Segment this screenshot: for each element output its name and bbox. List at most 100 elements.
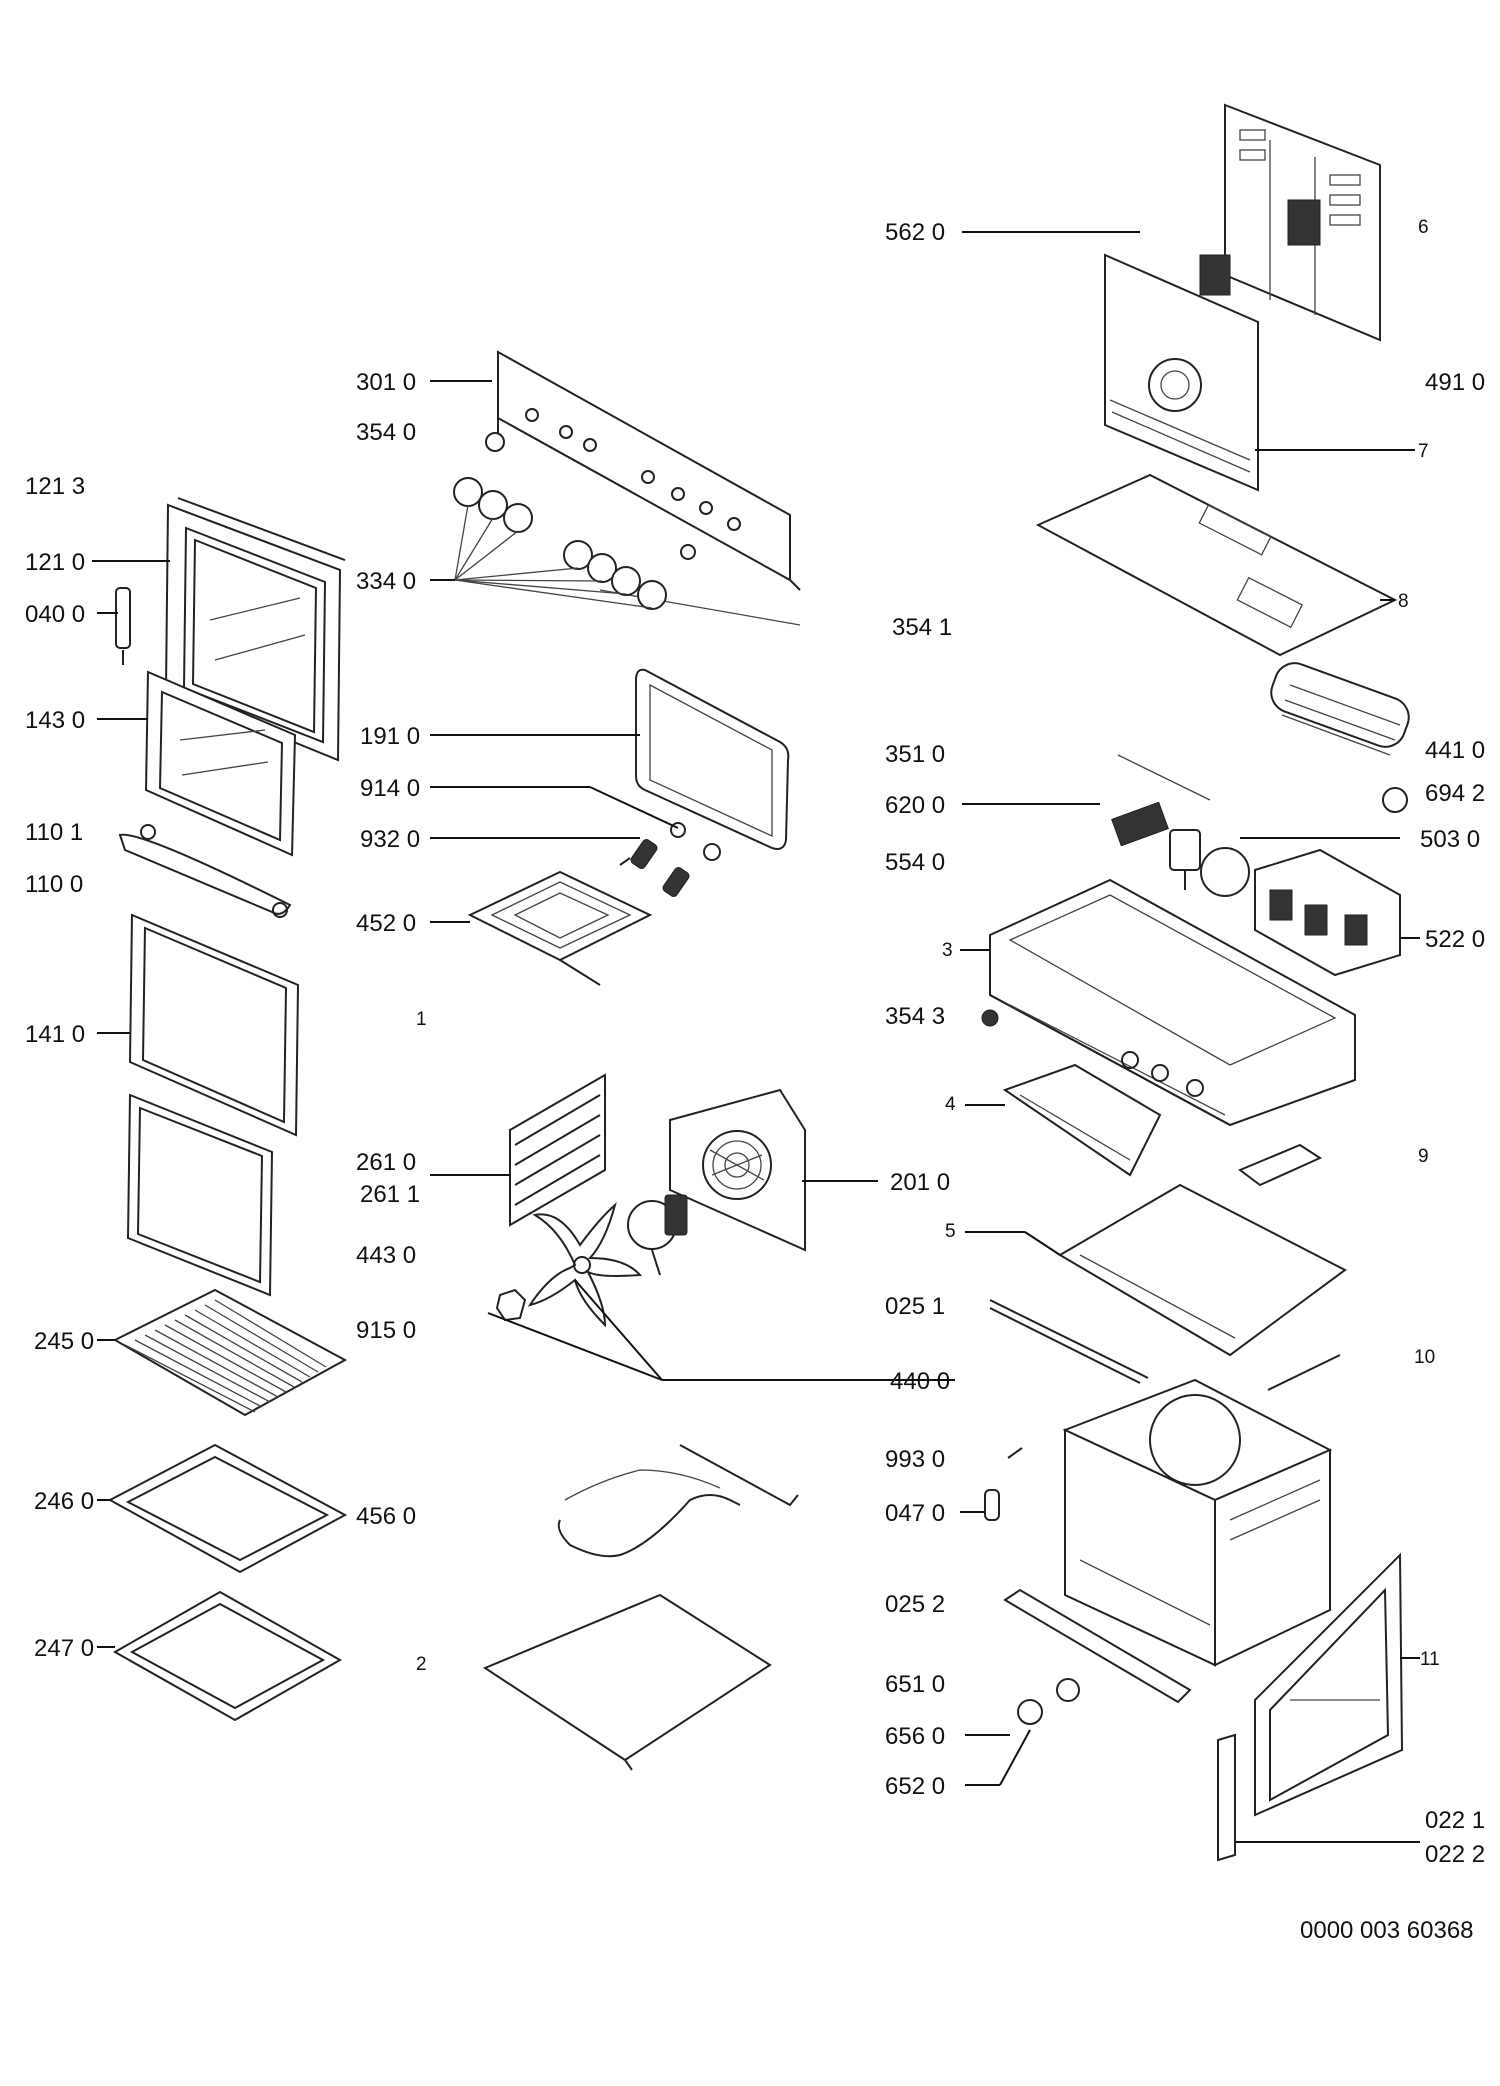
label-141-0: 141 0 [25,1021,85,1048]
label-993-0: 993 0 [885,1446,945,1473]
label-201-0: 201 0 [890,1169,950,1196]
label-110-1: 110 1 [25,819,83,846]
fan-nut [495,1288,527,1322]
label-022-1: 022 1 [1425,1807,1485,1834]
label-110-0: 110 0 [25,871,83,898]
fan-blade [527,1202,643,1328]
label-562-0: 562 0 [885,219,945,246]
bottom-rail [1003,1588,1192,1704]
front-door-frame [1254,1552,1404,1817]
label-121-0: 121 0 [25,549,85,576]
group-8: 8 [1398,591,1409,612]
group-3: 3 [942,940,953,961]
cavity-seal [1007,1447,1023,1459]
label-301-0: 301 0 [356,369,416,396]
knob-spindle [485,432,505,452]
switch-block [1111,754,1211,847]
label-334-0: 334 0 [356,568,416,595]
screw [981,1009,999,1027]
label-694-2: 694 2 [1425,780,1485,807]
rear-back-panel [1104,253,1259,492]
label-354-3: 354 3 [885,1003,945,1030]
label-932-0: 932 0 [360,826,420,853]
label-047-0: 047 0 [885,1500,945,1527]
label-261-1: 261 1 [360,1181,420,1208]
side-rail-right [1267,1354,1341,1391]
label-651-0: 651 0 [885,1671,945,1698]
wiring-label-panel [1224,103,1381,342]
label-247-0: 247 0 [34,1635,94,1662]
label-143-0: 143 0 [25,707,85,734]
label-491-0: 491 0 [1425,369,1485,396]
label-522-0: 522 0 [1425,926,1485,953]
label-261-0: 261 0 [356,1149,416,1176]
label-025-1: 025 1 [885,1293,945,1320]
side-rail-upper [989,1299,1149,1384]
group-11: 11 [1420,1649,1440,1670]
heating-element-connectors [630,839,690,897]
label-354-0: 354 0 [356,419,416,446]
thermostat [1169,829,1201,890]
outer-glass-panel [126,1093,274,1297]
group-numbers: 1 2 3 4 5 6 7 8 9 10 11 [416,217,1440,1675]
small-bracket [1238,1143,1323,1187]
label-452-0: 452 0 [356,910,416,937]
outer-door-frame [164,497,346,762]
shallow-tray [112,1590,343,1722]
label-040-0: 040 0 [25,601,85,628]
group-2: 2 [416,1654,427,1675]
part-labels: 562 0 301 0 354 0 121 3 121 0 040 0 334 … [25,219,1485,1868]
label-915-0: 915 0 [356,1317,416,1344]
group-7: 7 [1418,441,1429,462]
fan-motor [627,1194,688,1276]
label-620-0: 620 0 [885,792,945,819]
label-121-3: 121 3 [25,473,85,500]
group-5: 5 [945,1221,956,1242]
control-panel-fascia [497,350,801,626]
group-6: 6 [1418,217,1429,238]
group-1: 1 [416,1009,427,1030]
inner-glass-panel [128,913,300,1137]
label-025-2: 025 2 [885,1591,945,1618]
control-chassis [989,878,1356,1127]
group-10: 10 [1414,1347,1435,1368]
group-9: 9 [1418,1146,1429,1167]
label-656-0: 656 0 [885,1723,945,1750]
label-443-0: 443 0 [356,1242,416,1269]
label-441-0: 441 0 [1425,737,1485,764]
rear-fan-cover [669,1088,806,1252]
group-4: 4 [945,1094,956,1115]
label-246-0: 246 0 [34,1488,94,1515]
cooling-fan [1270,662,1410,813]
door-hinge [115,587,131,665]
label-440-0: 440 0 [890,1368,950,1395]
side-rail-rack [509,1073,606,1227]
label-351-0: 351 0 [885,741,945,768]
door-seal [118,824,292,918]
label-245-0: 245 0 [34,1328,94,1355]
lower-support-bracket [1002,1063,1162,1177]
label-652-0: 652 0 [885,1773,945,1800]
oven-lamp [1017,1678,1080,1725]
bottom-heating-element [557,1444,799,1558]
label-191-0: 191 0 [360,723,420,750]
wire-shelf [112,1288,348,1417]
reference-number: 0000 003 60368 [1300,1917,1474,1944]
fixing-nuts [670,822,721,861]
label-914-0: 914 0 [360,775,420,802]
label-554-0: 554 0 [885,849,945,876]
label-456-0: 456 0 [356,1503,416,1530]
label-354-1: 354 1 [892,614,952,641]
label-022-2: 022 2 [1425,1841,1485,1868]
leader-lines [92,231,1420,1843]
top-plate [1035,473,1398,657]
top-cover-plate [1058,1183,1347,1357]
oven-lamp-cover [635,668,790,850]
electronic-module [1200,847,1401,977]
oven-floor-plate [482,1593,772,1771]
top-grill-element [467,857,653,986]
control-knobs [453,477,667,610]
inner-door-frame [144,670,297,857]
baking-tray [107,1443,348,1574]
